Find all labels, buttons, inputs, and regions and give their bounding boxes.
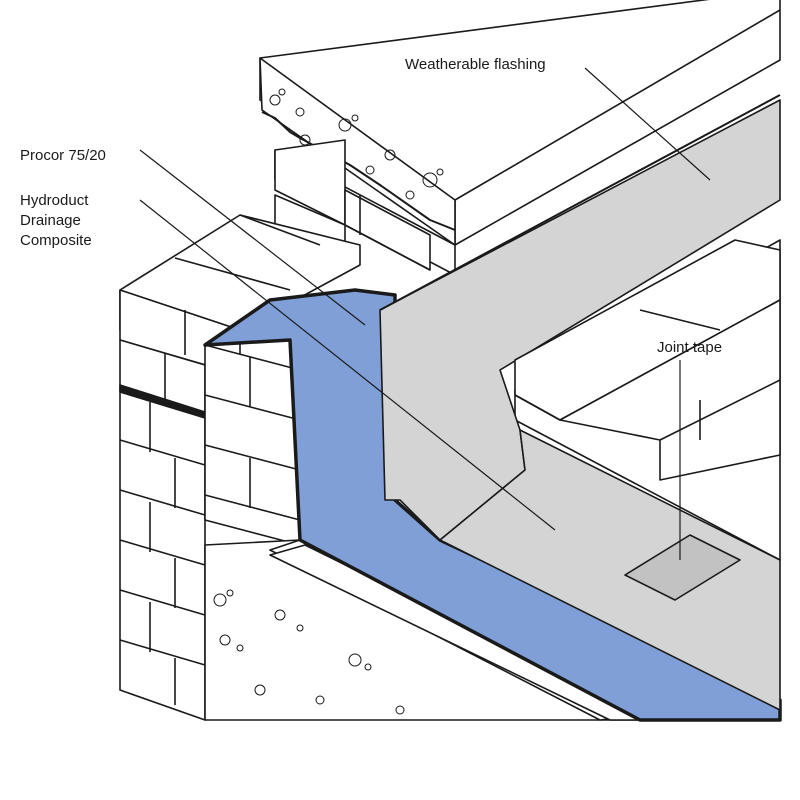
label-hydroduct-line3: Composite: [20, 232, 92, 249]
leader-lines: [139, 67, 711, 560]
inner-wall-bricks: [204, 344, 301, 546]
joint-tape: [624, 534, 741, 601]
label-hydroduct-line2: Drainage: [20, 212, 81, 229]
label-hydroduct-line1: Hydroduct: [20, 192, 89, 209]
coping-aggregate: [269, 88, 444, 200]
label-procor: Procor 75/20: [20, 147, 106, 164]
paving-slabs: [514, 239, 781, 481]
outer-wall-bricks: [119, 339, 206, 721]
leader-procor: [139, 149, 366, 326]
leader-hydroduct: [139, 199, 556, 531]
leader-weatherable-flashing: [584, 67, 711, 181]
label-weatherable-flashing: Weatherable flashing: [405, 56, 546, 73]
protection-board: [439, 429, 781, 711]
label-joint-tape: Joint tape: [657, 339, 722, 356]
